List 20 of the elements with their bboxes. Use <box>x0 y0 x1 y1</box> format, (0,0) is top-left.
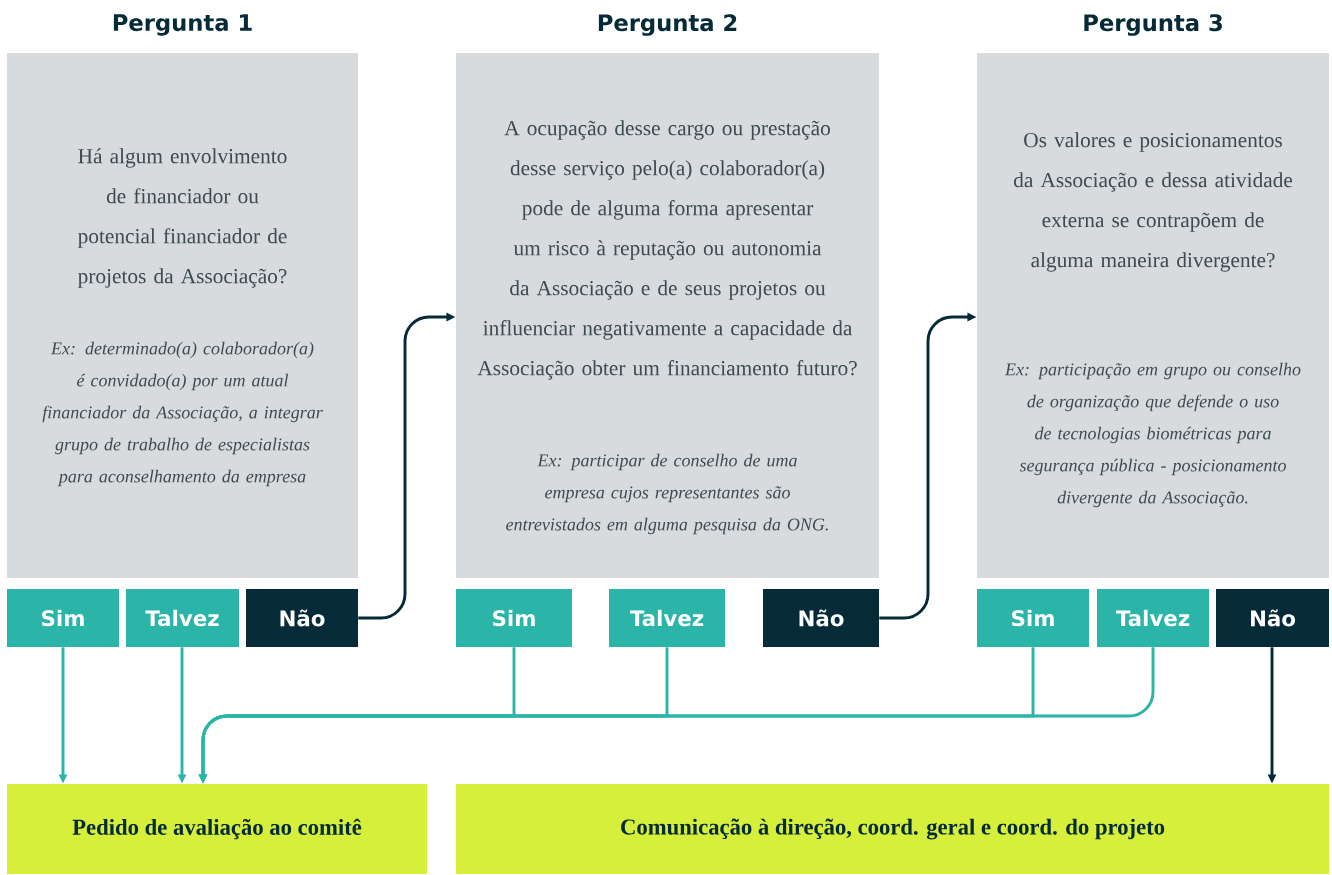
heading: Pergunta 1 <box>113 14 252 36</box>
answer-button: Não <box>763 589 879 647</box>
answer-button: Não <box>1216 589 1329 647</box>
answer-button: Talvez <box>609 589 725 647</box>
heading: Pergunta 3 <box>1084 14 1222 36</box>
example-text: Ex: participar de conselho de uma empresa cujos representantes são entrevistados em alguma pesquisa da ONG. <box>506 453 828 535</box>
answer-button: Sim <box>977 589 1089 647</box>
example-text: Ex: determinado(a) colaborador(a) é convidado(a) por um atual financiador da Associação, a integrar grupo de trabalho de especialistas para aconselhamento da empresa <box>42 341 323 487</box>
outcome-box: Comunicação à direção, coord. geral e coord. do projeto <box>456 784 1329 874</box>
example-text: Ex: participação em grupo ou conselho de organização que defende o uso de tecnologias biométricas para segurança pública - posicionamento divergente da Associação. <box>1004 362 1301 508</box>
answer-button: Sim <box>456 589 572 647</box>
answer-button: Talvez <box>1097 589 1209 647</box>
answer-button: Não <box>246 589 358 647</box>
question-text: Os valores e posicionamentos da Associação e dessa atividade externa se contrapõem de alguma maneira divergente? <box>1014 132 1293 272</box>
question-text: Há algum envolvimento de financiador ou potencial financiador de projetos da Associação? <box>78 148 287 288</box>
heading: Pergunta 2 <box>598 14 737 36</box>
outcome-box: Pedido de avaliação ao comitê <box>7 784 427 874</box>
answer-button: Sim <box>7 589 119 647</box>
question-text: A ocupação desse cargo ou prestação desse serviço pelo(a) colaborador(a) pode de alguma forma apresentar um risco à reputação ou autonomia da Associação e de seus projetos ou influenciar negativamente a capacidade da Associação obter um financiamento futuro? <box>477 120 857 380</box>
answer-button: Talvez <box>126 589 239 647</box>
